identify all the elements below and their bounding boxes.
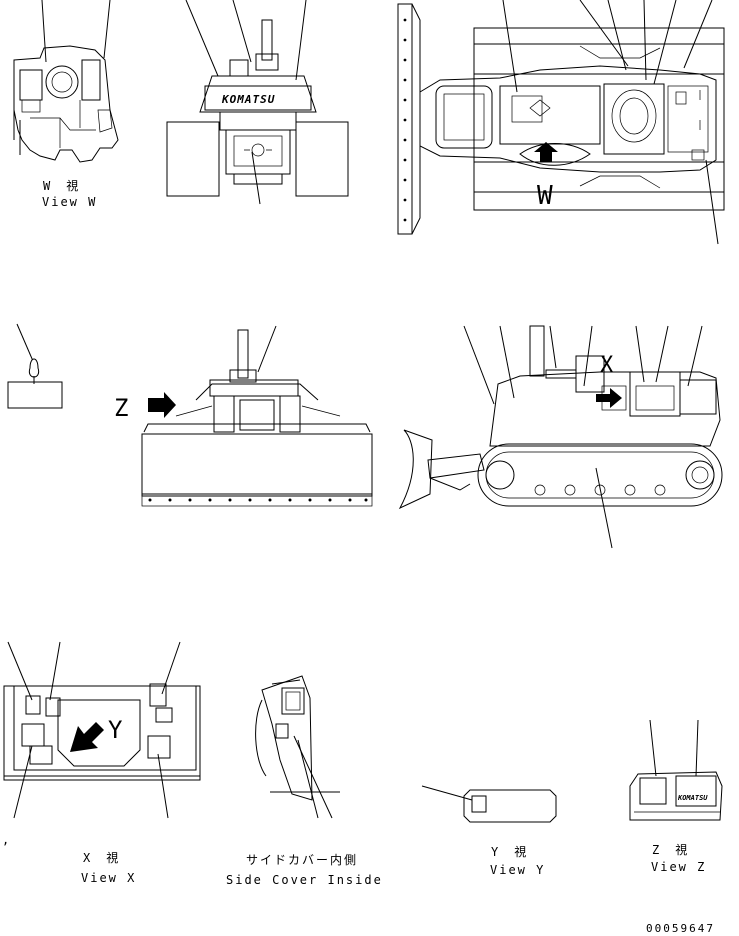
view-x-caption: View X xyxy=(81,871,136,885)
view-z-caption: View Z xyxy=(651,860,706,874)
view-z-brand-plate: KOMATSU xyxy=(677,794,708,802)
stray-comma: , xyxy=(2,833,9,847)
side-cover-caption: Side Cover Inside xyxy=(226,873,383,887)
view-y-caption: View Y xyxy=(490,863,545,877)
side-cover-figure: サイドカバー内側 Side Cover Inside xyxy=(226,675,383,887)
front-view-mark-z: Z xyxy=(114,394,128,422)
front-view-figure: Z xyxy=(114,325,373,507)
blade-holes xyxy=(403,18,407,222)
view-w-caption: View W xyxy=(42,195,97,209)
track-rollers xyxy=(534,484,666,496)
plan-view-mark-w: W xyxy=(537,181,553,211)
blade-bolts xyxy=(148,498,368,502)
rear-view-figure: KOMATSU xyxy=(166,0,349,205)
plan-view-figure: W xyxy=(397,0,725,245)
side-view-figure: X xyxy=(398,325,723,549)
view-x-mark-y: Y xyxy=(108,716,123,744)
side-cover-title: サイドカバー内側 xyxy=(246,853,358,867)
brand-plate: KOMATSU xyxy=(221,93,275,106)
label-detail-figure xyxy=(7,323,63,409)
side-view-mark-x: X xyxy=(600,353,614,378)
part-number: 00059647 xyxy=(646,922,715,935)
